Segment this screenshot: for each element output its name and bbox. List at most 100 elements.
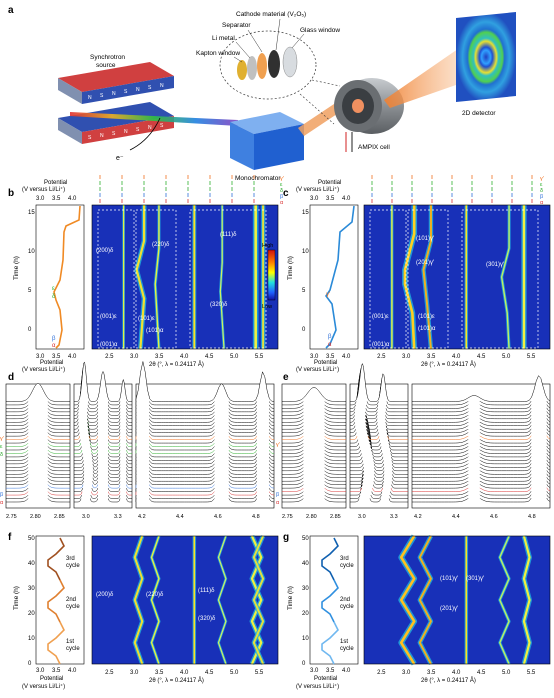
c-heatmap-background	[364, 205, 550, 349]
d-label-epsilon: ε	[0, 444, 3, 450]
c-heatmap-peak-2	[422, 205, 432, 350]
e-waterfall-3	[411, 375, 551, 509]
f-annotation: (200)δ	[96, 592, 114, 598]
ampix-cell	[334, 78, 404, 152]
g-potential-cycle	[321, 537, 339, 581]
f-pot-tick: 3.5	[52, 668, 61, 674]
li-metal-label: Li metal	[212, 35, 235, 42]
b-theta-axis-tick: 3.5	[155, 354, 164, 360]
g-annotation: (301)γ′	[466, 576, 485, 582]
b-heatmap	[91, 204, 279, 350]
b-annotation: (001)ε	[100, 314, 117, 320]
b-time-tick: 10	[28, 249, 35, 255]
glass-window-label: Glass window	[300, 27, 340, 34]
svg-text:S: S	[160, 123, 164, 129]
g-heatmap-peak-0	[399, 535, 416, 665]
e-waterfall-3-trace	[412, 437, 551, 465]
c-annotation: (301)γ′	[486, 262, 505, 268]
b-annotation: (101)α	[146, 328, 164, 334]
e-waterfall-3-trace	[412, 423, 551, 451]
c-time-tick: 15	[302, 210, 309, 216]
e-waterfall-3-trace	[412, 413, 551, 440]
c-theta-axis-tick: 3.0	[402, 354, 411, 360]
b-pot-bottom-subtitle: (V versus Li/Li⁺)	[22, 366, 65, 373]
monochromator	[230, 112, 304, 170]
f-heatmap-peak-3	[217, 535, 227, 665]
b-pot-bottom-title: Potential	[40, 360, 63, 366]
panel-label-e: e	[283, 372, 289, 383]
b-heatmap-peak-2	[154, 205, 160, 350]
g-heatmap-frame	[363, 535, 551, 665]
detector	[456, 12, 516, 102]
f-theta-axis-title: 2θ (°, λ = 0.24117 Å)	[149, 677, 204, 684]
c-phase-beta: β	[328, 334, 332, 340]
b-pot-tick-bottom: 4.0	[68, 354, 77, 360]
c-tickrow-gamma: γ′	[540, 176, 544, 182]
g-time-tick: 20	[302, 611, 309, 617]
g-heatmap-peak-4	[522, 535, 531, 665]
c-phase-gamma: γ′	[326, 292, 331, 298]
e-waterfall-2-trace	[350, 429, 408, 468]
c-time-tick: 10	[302, 249, 309, 255]
f-pot-tick: 4.0	[68, 668, 77, 674]
c-theta-axis-tick: 2.5	[377, 354, 386, 360]
svg-text:S: S	[136, 127, 140, 133]
b-annotation: (111)δ	[220, 232, 237, 238]
b-heatmap-frame	[91, 204, 279, 350]
b-potential-curve	[53, 205, 81, 349]
e-tick-2: 3.3	[390, 514, 398, 520]
b-theta-axis-tick: 3.0	[130, 354, 139, 360]
e-label-gamma: γ′	[276, 442, 280, 448]
c-tickrow-delta: δ	[540, 188, 543, 194]
synchrotron-label-1: Synchrotron	[90, 54, 125, 61]
f-heatmap	[91, 535, 279, 665]
synchrotron-label-2: source	[96, 62, 116, 69]
electron-path	[129, 117, 161, 151]
f-pot-title: Potential	[40, 676, 63, 682]
b-heatmap-peak-4	[219, 205, 225, 350]
d-tick-2: 3.0	[82, 514, 90, 520]
e-label-beta: β	[276, 492, 279, 498]
c-pot-bottom-subtitle: (V versus Li/Li⁺)	[296, 366, 339, 373]
panel-label-f: f	[8, 532, 12, 543]
f-time-tick: 30	[28, 586, 35, 592]
f-potential-cycle	[47, 537, 65, 581]
b-colorbar-high: High	[262, 243, 273, 249]
b-tickrow-gamma: γ′	[280, 176, 284, 182]
e-waterfall-2-trace	[350, 443, 408, 482]
g-cycle-3b: cycle	[340, 563, 354, 569]
b-phase-epsilon: ε	[52, 286, 55, 292]
separator-label: Separator	[222, 22, 251, 29]
g-time-tick: 40	[302, 561, 309, 567]
c-theta-axis-tick: 4.5	[477, 354, 486, 360]
b-theta-axis-tick: 4.5	[205, 354, 214, 360]
e-waterfall-3-trace	[412, 409, 551, 437]
g-theta-axis-title: 2θ (°, λ = 0.24117 Å)	[421, 677, 476, 684]
g-theta-axis-tick: 4.5	[477, 670, 486, 676]
g-heatmap	[363, 534, 551, 666]
f-time-tick: 50	[28, 536, 35, 542]
f-theta-axis-tick: 3.5	[155, 670, 164, 676]
g-pot-title: Potential	[314, 676, 337, 682]
c-time-tick: 0	[302, 327, 306, 333]
f-heatmap-peak-4	[250, 535, 263, 665]
e-waterfall-2	[349, 362, 409, 509]
f-heatmap-peak-1	[150, 535, 160, 665]
b-annotation: (220)δ	[152, 242, 170, 248]
xray-beam-rainbow	[70, 112, 238, 126]
c-zoom-box-3	[461, 209, 539, 349]
e-waterfall-3-trace	[412, 375, 551, 402]
b-zoom-box-3	[189, 209, 267, 349]
d-label-alpha: α	[0, 500, 4, 506]
f-theta-axis-tick: 4.0	[180, 670, 189, 676]
e-tick-3: 4.8	[528, 514, 536, 520]
e-waterfall-3-trace	[412, 385, 551, 413]
d-waterfall-3-trace	[135, 361, 275, 402]
f-theta-axis-tick: 5.0	[230, 670, 239, 676]
e-waterfall-2-trace	[349, 362, 408, 402]
c-annotation: (101)α	[418, 326, 436, 332]
detector-label: 2D detector	[462, 110, 496, 117]
electron-label: e⁻	[116, 155, 124, 162]
